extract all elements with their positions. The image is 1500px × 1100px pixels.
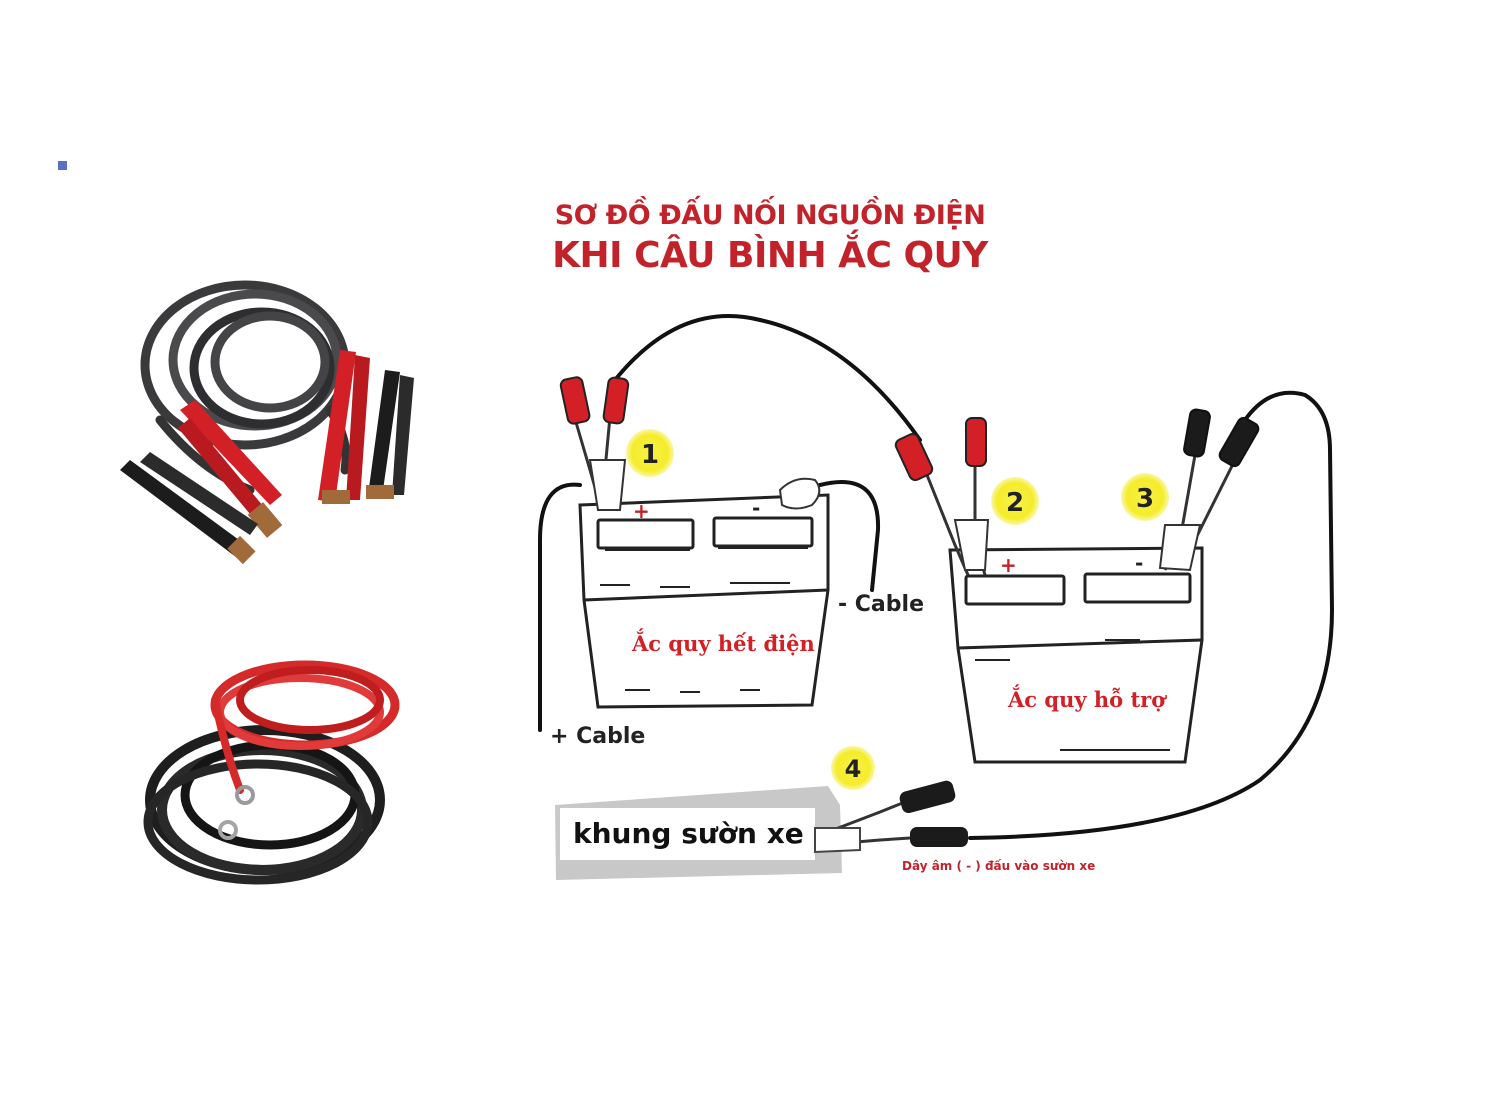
frame-label: khung sườn xe [573, 817, 804, 850]
donor-battery-plus: + [1000, 553, 1017, 577]
red-clamp-icon [178, 400, 283, 538]
negative-cable-label: - Cable [838, 592, 924, 617]
svg-text:4: 4 [845, 755, 862, 783]
clamp-3-black [1158, 408, 1260, 572]
step-marker-1: 1 [626, 429, 674, 477]
donor-battery [948, 546, 1204, 764]
dead-battery-label: Ắc quy hết điện [631, 629, 815, 656]
dead-battery-plus: + [633, 499, 650, 523]
step-marker-3: 3 [1121, 473, 1169, 521]
bullet-marker [58, 161, 67, 170]
svg-text:3: 3 [1136, 484, 1154, 514]
svg-text:1: 1 [641, 440, 659, 470]
donor-battery-minus: - [1135, 551, 1143, 575]
dead-battery-minus: - [752, 496, 760, 520]
positive-cable-label: + Cable [550, 724, 645, 749]
step-marker-2: 2 [991, 477, 1039, 525]
svg-text:2: 2 [1006, 488, 1024, 518]
black-clamp-icon [366, 370, 414, 499]
black-clamp-icon [120, 452, 258, 565]
step-marker-4: 4 [831, 746, 875, 790]
frame-note: Dây âm ( - ) đấu vào sườn xe [902, 859, 1095, 873]
vehicle-frame [555, 786, 842, 880]
red-clamp-icon [318, 350, 370, 504]
dead-battery [578, 493, 830, 709]
wires [538, 314, 1335, 840]
donor-battery-label: Ắc quy hỗ trợ [1007, 685, 1167, 712]
clamp-1-red [559, 376, 630, 511]
diagram-title: SƠ ĐỒ ĐẤU NỐI NGUỒN ĐIỆN KHI CÂU BÌNH ẮC… [520, 200, 1020, 276]
clamp-2-red [894, 417, 990, 576]
title-line-2: KHI CÂU BÌNH ẮC QUY [552, 235, 988, 276]
jumper-cables-photo [120, 280, 414, 565]
clamp-4-black [814, 780, 968, 854]
negative-terminal-connector [778, 477, 821, 510]
title-line-1: SƠ ĐỒ ĐẤU NỐI NGUỒN ĐIỆN [554, 200, 986, 231]
battery-cables-photo [143, 660, 400, 885]
